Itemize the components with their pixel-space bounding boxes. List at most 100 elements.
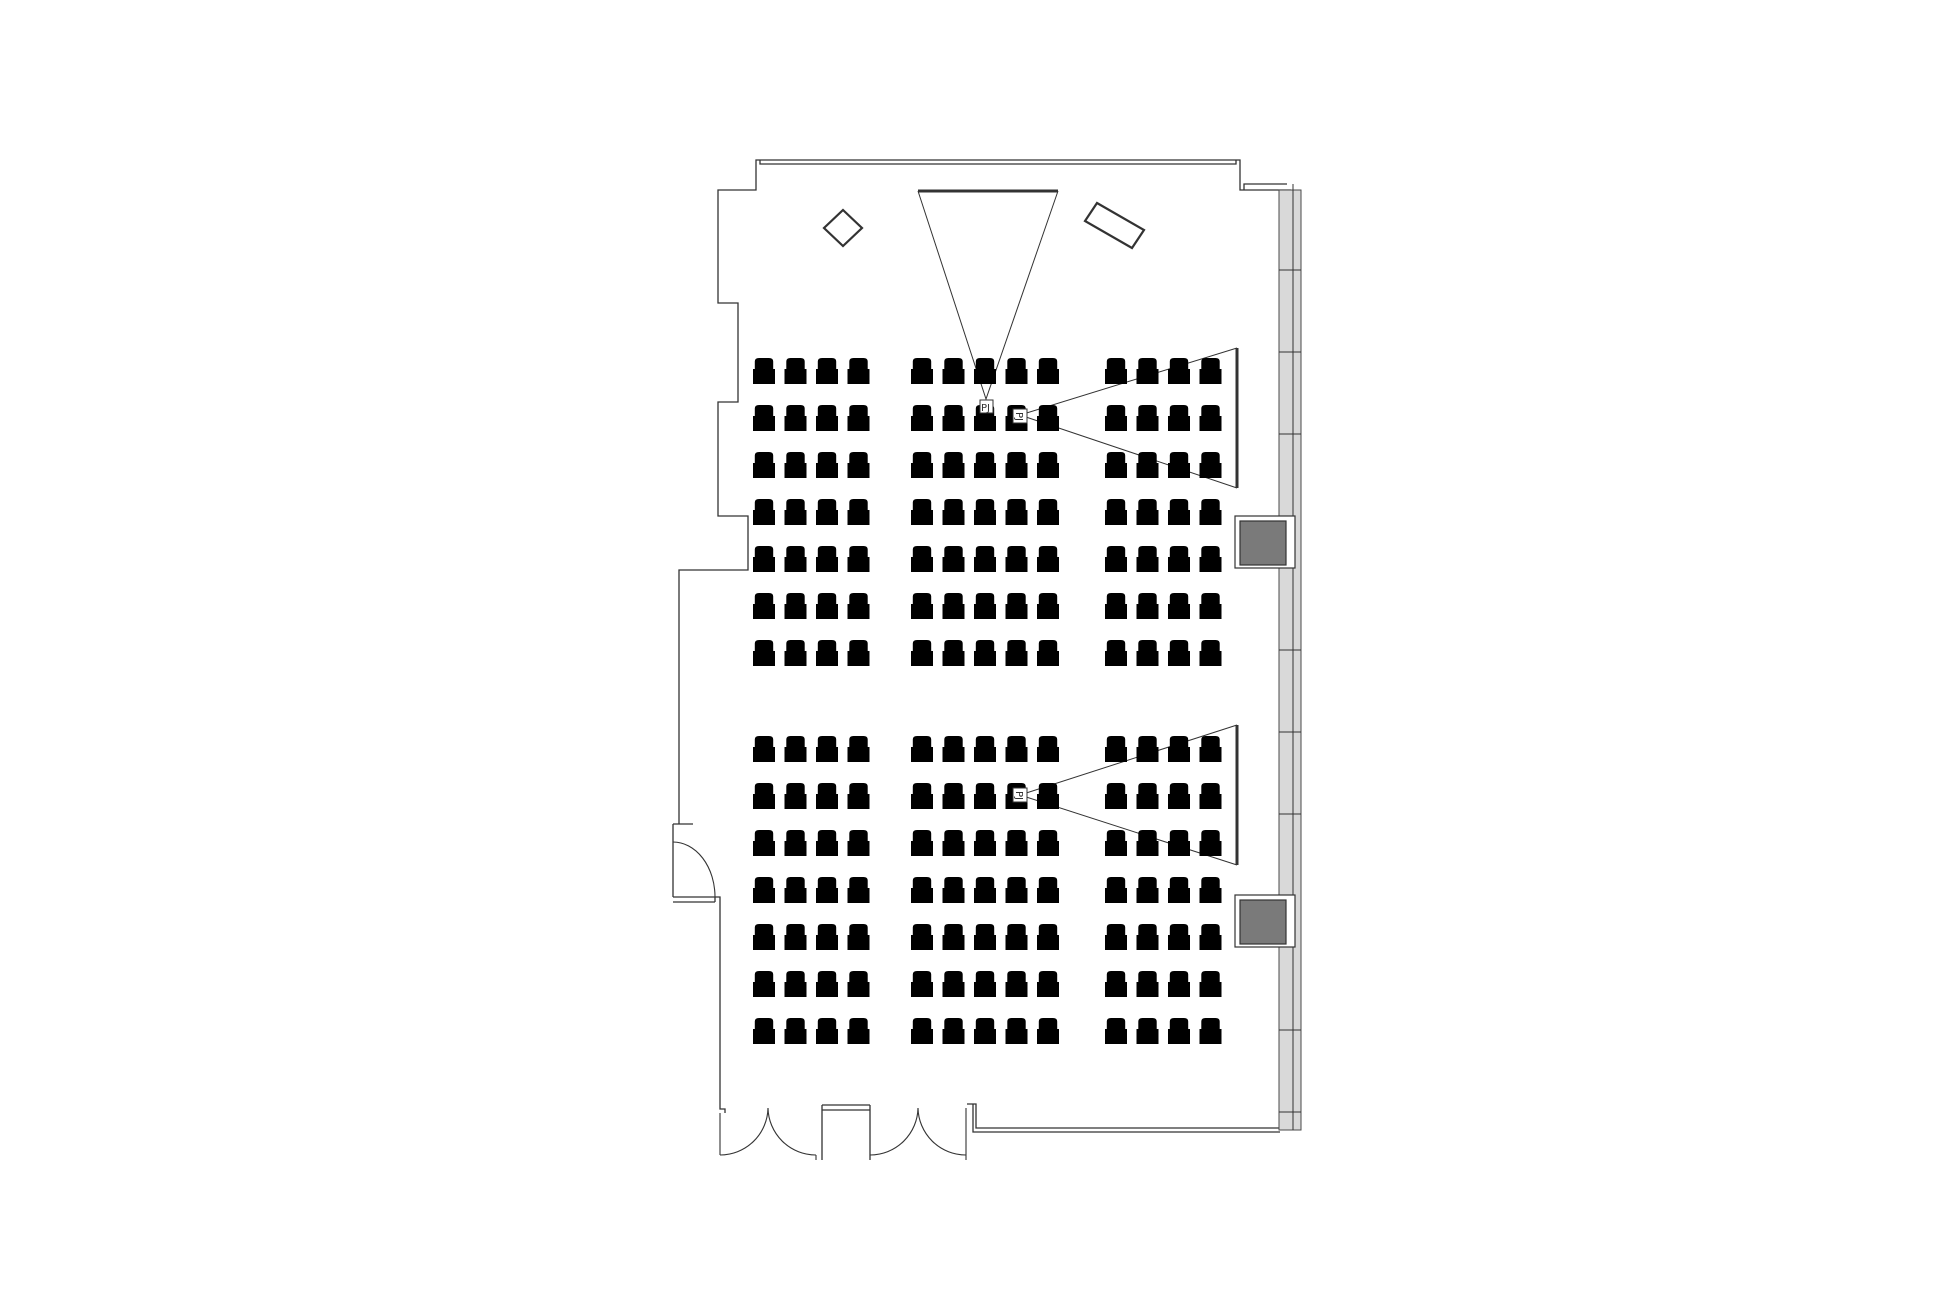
seat-front-center: [909, 499, 935, 527]
chair: [751, 924, 777, 952]
seat-rear-left: [782, 971, 809, 999]
seat-rear-center: [972, 924, 998, 952]
seat-front-center: [1003, 640, 1030, 668]
seat-front-center: [972, 452, 998, 480]
seat-front-right: [1197, 358, 1224, 386]
chair: [751, 546, 777, 574]
chair: [940, 783, 967, 811]
chair: [1134, 358, 1161, 386]
chair: [1035, 783, 1061, 811]
seat-rear-right: [1166, 971, 1192, 999]
chair: [845, 877, 872, 905]
seat-front-left: [845, 358, 872, 386]
chair: [814, 593, 840, 621]
seat-rear-left: [782, 1018, 809, 1046]
seat-rear-center: [1003, 1018, 1030, 1046]
seat-rear-right: [1197, 971, 1224, 999]
chair: [845, 640, 872, 668]
chair: [782, 593, 809, 621]
seat-front-left: [782, 593, 809, 621]
chair: [972, 1018, 998, 1046]
seat-front-center: [909, 546, 935, 574]
chair: [940, 971, 967, 999]
seat-front-left: [751, 358, 777, 386]
seat-rear-right: [1134, 971, 1161, 999]
chair: [814, 640, 840, 668]
seat-rear-left: [845, 783, 872, 811]
seat-rear-center: [909, 783, 935, 811]
chair: [814, 1018, 840, 1046]
chair: [782, 452, 809, 480]
chair: [1134, 405, 1161, 433]
seat-front-center: [940, 640, 967, 668]
seat-rear-center: [972, 1018, 998, 1046]
seat-front-right: [1134, 452, 1161, 480]
seat-front-right: [1103, 405, 1129, 433]
chair: [1003, 546, 1030, 574]
seat-front-left: [845, 452, 872, 480]
chair: [1103, 1018, 1129, 1046]
seat-rear-right: [1134, 877, 1161, 905]
seat-front-center: [940, 499, 967, 527]
seat-front-right: [1166, 405, 1192, 433]
seat-rear-right: [1166, 1018, 1192, 1046]
chair: [751, 499, 777, 527]
seat-front-left: [751, 593, 777, 621]
double-door-right[interactable]: [869, 1107, 967, 1160]
chair: [909, 640, 935, 668]
seat-rear-center: [1003, 736, 1030, 764]
seat-front-right: [1166, 640, 1192, 668]
seat-rear-center: [909, 830, 935, 858]
chair: [782, 499, 809, 527]
chair: [1103, 736, 1129, 764]
seat-rear-right: [1197, 736, 1224, 764]
chair: [1134, 1018, 1161, 1046]
chair: [940, 640, 967, 668]
seat-front-right: [1166, 358, 1192, 386]
seat-rear-center: [1035, 971, 1061, 999]
chair: [1003, 1018, 1030, 1046]
chair: [751, 593, 777, 621]
seat-front-right: [1103, 499, 1129, 527]
seat-rear-center: [940, 736, 967, 764]
projector-side-2: PJ: [1012, 787, 1028, 803]
chair: [1166, 452, 1192, 480]
seat-front-center: [940, 358, 967, 386]
chair: [845, 924, 872, 952]
chair: [814, 877, 840, 905]
chair: [751, 830, 777, 858]
projector-label: PJ: [1013, 791, 1024, 800]
chair: [1103, 593, 1129, 621]
chair: [1197, 358, 1224, 386]
seat-front-center: [909, 593, 935, 621]
seat-rear-right: [1134, 1018, 1161, 1046]
chair: [1035, 405, 1061, 433]
chair: [845, 783, 872, 811]
seat-front-right: [1197, 405, 1224, 433]
chair: [1003, 593, 1030, 621]
seat-rear-right: [1166, 877, 1192, 905]
chair: [1103, 405, 1129, 433]
chair: [1166, 640, 1192, 668]
chair: [909, 877, 935, 905]
projector-main: PJ: [979, 399, 994, 414]
seat-rear-right: [1166, 736, 1192, 764]
seat-front-center: [1003, 452, 1030, 480]
seat-front-center: [1003, 358, 1030, 386]
chair: [940, 358, 967, 386]
seat-front-left: [814, 499, 840, 527]
seat-front-left: [751, 546, 777, 574]
seat-rear-left: [814, 877, 840, 905]
chair: [1035, 499, 1061, 527]
seat-front-right: [1103, 640, 1129, 668]
seat-front-left: [782, 358, 809, 386]
side-door[interactable]: [672, 841, 716, 898]
chair: [1103, 877, 1129, 905]
double-door-left[interactable]: [719, 1107, 817, 1160]
chair: [909, 830, 935, 858]
chair: [1035, 640, 1061, 668]
seat-rear-right: [1197, 924, 1224, 952]
seat-front-right: [1166, 546, 1192, 574]
chair: [909, 593, 935, 621]
chair: [782, 783, 809, 811]
